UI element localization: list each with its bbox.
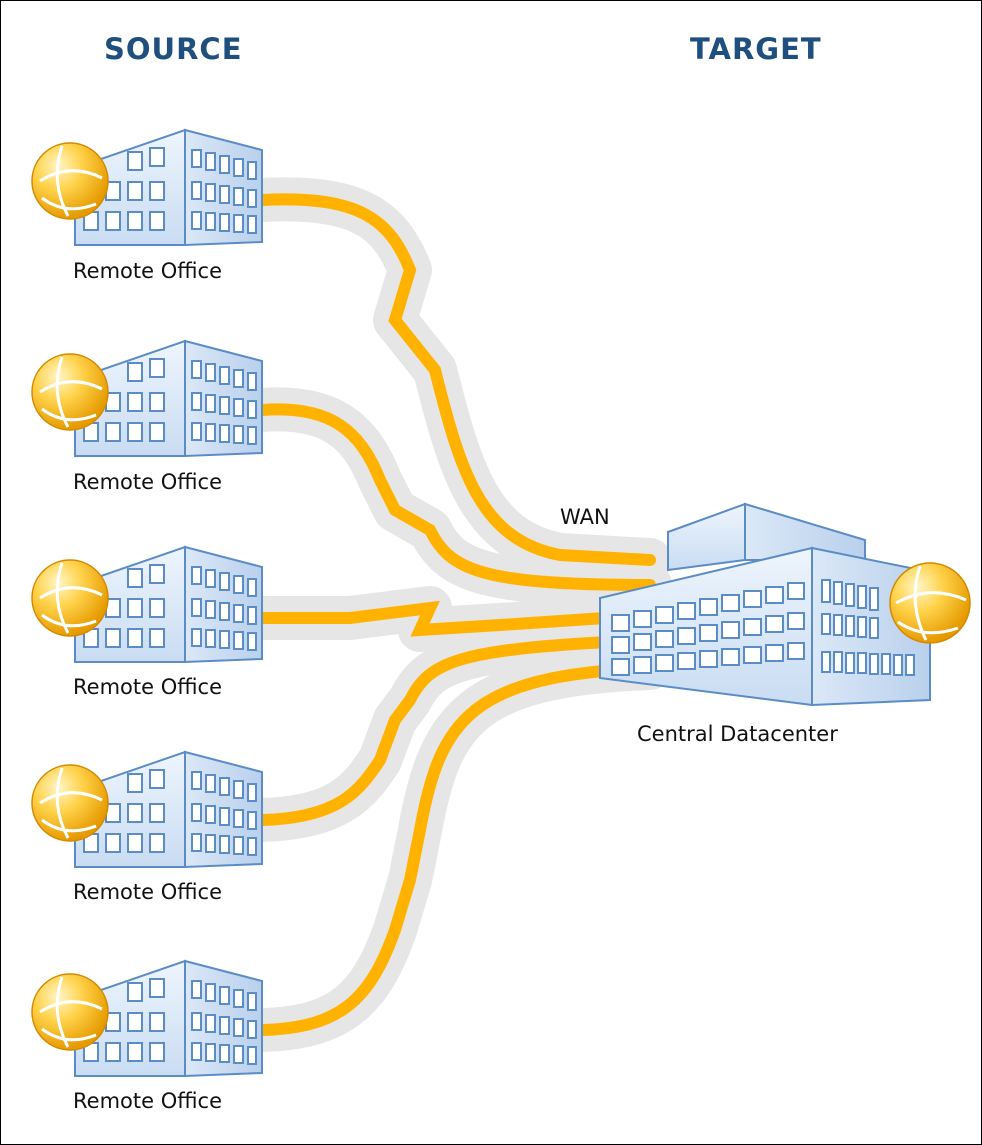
wan-link-4	[256, 634, 656, 826]
wan-link-2	[256, 403, 656, 591]
central-datacenter-label: Central Datacenter	[637, 722, 838, 746]
wan-label: WAN	[560, 505, 610, 529]
remote-office-label-3: Remote Office	[73, 675, 222, 699]
central-datacenter-building	[599, 502, 971, 707]
remote-office-5	[30, 959, 264, 1078]
remote-office-1	[30, 128, 264, 247]
datacenter-globe-icon	[889, 562, 971, 644]
wan-links	[256, 193, 656, 1036]
wan-link-5	[256, 662, 656, 1036]
remote-office-label-5: Remote Office	[73, 1089, 222, 1113]
remote-office-3	[30, 545, 264, 664]
target-heading: TARGET	[690, 32, 822, 66]
remote-office-label-4: Remote Office	[73, 880, 222, 904]
source-heading: SOURCE	[104, 32, 243, 66]
remote-office-2	[30, 339, 264, 458]
remote-office-4	[30, 750, 264, 869]
remote-office-label-1: Remote Office	[73, 259, 222, 283]
wan-link-3	[256, 600, 656, 637]
remote-office-label-2: Remote Office	[73, 470, 222, 494]
wan-link-1	[256, 193, 656, 566]
